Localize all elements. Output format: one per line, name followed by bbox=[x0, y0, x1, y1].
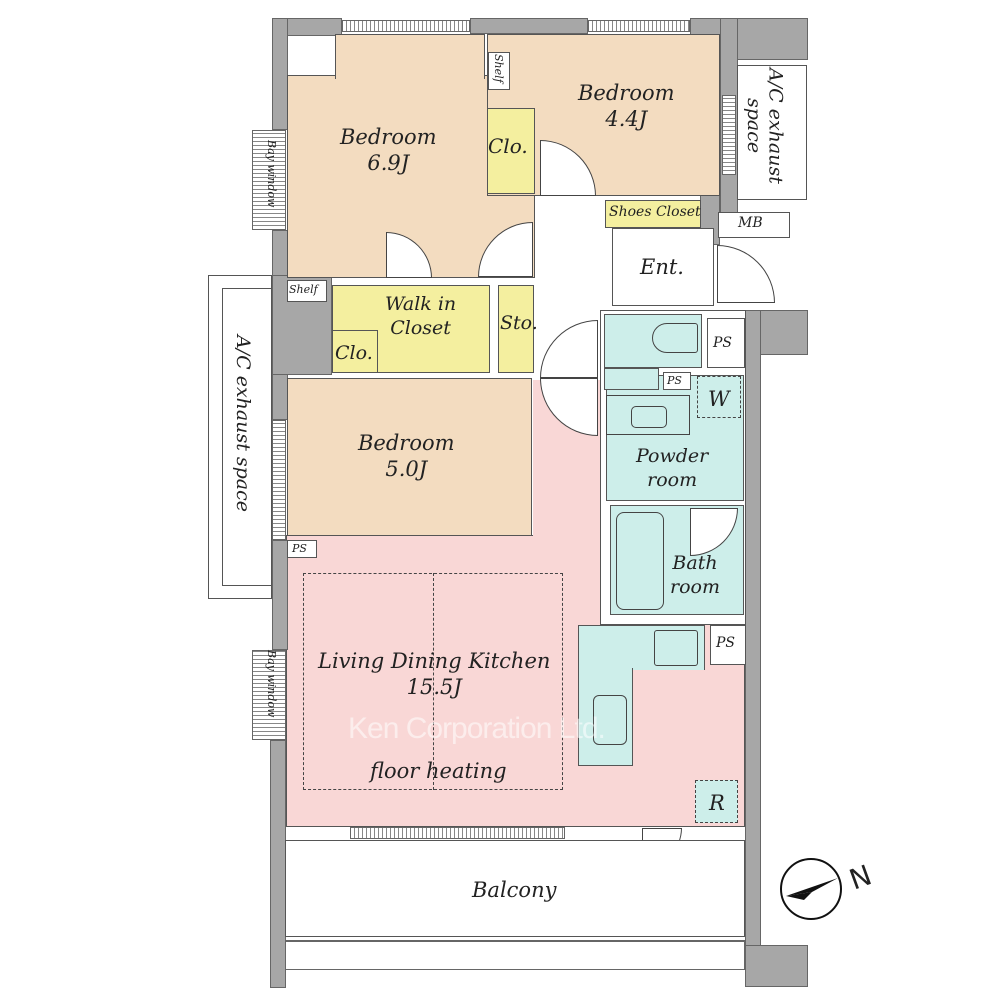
mb-label: MB bbox=[738, 215, 763, 231]
shoes-closet-label: Shoes Closet bbox=[609, 204, 701, 220]
window bbox=[722, 95, 736, 175]
kitchen-counter bbox=[578, 668, 633, 766]
wall bbox=[470, 18, 588, 34]
washer-label: W bbox=[708, 387, 730, 411]
floor-heating-divider bbox=[433, 573, 434, 790]
ps-label: PS bbox=[292, 542, 307, 555]
closet-label: Clo. bbox=[488, 134, 528, 158]
stove-icon bbox=[654, 630, 698, 666]
bedroom-6-9j-upper bbox=[335, 34, 485, 79]
room-size: 4.4J bbox=[605, 107, 648, 132]
refrigerator-label: R bbox=[709, 791, 725, 815]
compass-north-icon bbox=[780, 858, 842, 920]
washer-space bbox=[697, 376, 741, 418]
kitchen-sink-icon bbox=[593, 695, 627, 745]
refrigerator-space bbox=[695, 780, 738, 823]
room-size: 5.0J bbox=[385, 457, 428, 482]
wall bbox=[270, 740, 286, 988]
window bbox=[272, 420, 286, 540]
wall bbox=[272, 540, 288, 650]
label-line: Closet bbox=[390, 316, 451, 339]
ps-box bbox=[287, 540, 317, 558]
label-line: Powder bbox=[636, 445, 709, 467]
wall bbox=[745, 945, 808, 987]
bedroom-5-0j bbox=[287, 378, 532, 536]
storage-label: Sto. bbox=[500, 312, 538, 334]
closet[interactable] bbox=[332, 330, 378, 373]
kitchen-counter bbox=[578, 625, 705, 670]
bathtub bbox=[616, 512, 664, 610]
meter-box bbox=[718, 212, 790, 238]
window bbox=[350, 827, 565, 839]
balcony bbox=[285, 840, 745, 937]
hand-sink bbox=[604, 368, 659, 390]
label-line: room bbox=[670, 575, 720, 598]
bay-window bbox=[252, 130, 286, 230]
shelf bbox=[287, 280, 327, 302]
entrance-door[interactable] bbox=[717, 245, 775, 303]
entrance bbox=[612, 228, 714, 306]
compass-label: N bbox=[844, 858, 876, 897]
wall bbox=[272, 18, 288, 130]
ps-box bbox=[707, 318, 745, 368]
ps-label: PS bbox=[713, 335, 733, 351]
label-line: room bbox=[647, 468, 698, 491]
ps-label: PS bbox=[716, 635, 736, 651]
room-name: Bedroom bbox=[340, 125, 437, 149]
ps-box bbox=[710, 625, 746, 665]
room-size: 15.5J bbox=[406, 675, 462, 700]
toilet-icon bbox=[652, 323, 698, 353]
label-line: Bath bbox=[672, 552, 718, 574]
bay-window-label: Bay window bbox=[264, 140, 278, 208]
balcony-label: Balcony bbox=[472, 878, 557, 902]
bay-window-label: Bay window bbox=[264, 650, 278, 718]
floor-heating-label: floor heating bbox=[370, 759, 507, 783]
closet-label: Clo. bbox=[335, 342, 373, 364]
ac-exhaust-inner bbox=[222, 288, 272, 586]
shelf-label: Shelf bbox=[491, 54, 505, 83]
room-name: Bedroom bbox=[578, 81, 675, 105]
room-name: Bedroom bbox=[358, 431, 455, 455]
powder-room[interactable] bbox=[606, 375, 744, 501]
window bbox=[342, 20, 470, 32]
entrance-label: Ent. bbox=[640, 255, 684, 279]
ac-exhaust-line1: A/C exhaust bbox=[764, 68, 787, 184]
closet[interactable] bbox=[487, 108, 535, 194]
ac-exhaust-label: A/C exhaust space bbox=[231, 335, 254, 513]
wall bbox=[745, 310, 761, 950]
shoes-closet[interactable] bbox=[605, 200, 701, 228]
balcony-railing bbox=[285, 940, 745, 970]
ps-label: PS bbox=[667, 374, 682, 387]
watermark: Ken Corporation Ltd. bbox=[348, 712, 606, 745]
vanity-sink bbox=[606, 395, 690, 435]
room-name: Living Dining Kitchen bbox=[318, 649, 551, 673]
ac-exhaust-line2: space bbox=[742, 98, 765, 154]
label-line: Walk in bbox=[385, 293, 457, 315]
window bbox=[588, 20, 690, 32]
storage[interactable] bbox=[498, 285, 534, 373]
shelf bbox=[488, 52, 510, 90]
room-size: 6.9J bbox=[367, 151, 410, 176]
ps-box bbox=[663, 372, 691, 390]
ac-exhaust-space-top bbox=[737, 65, 807, 200]
shelf-label: Shelf bbox=[289, 283, 318, 296]
bay-window bbox=[252, 650, 286, 740]
